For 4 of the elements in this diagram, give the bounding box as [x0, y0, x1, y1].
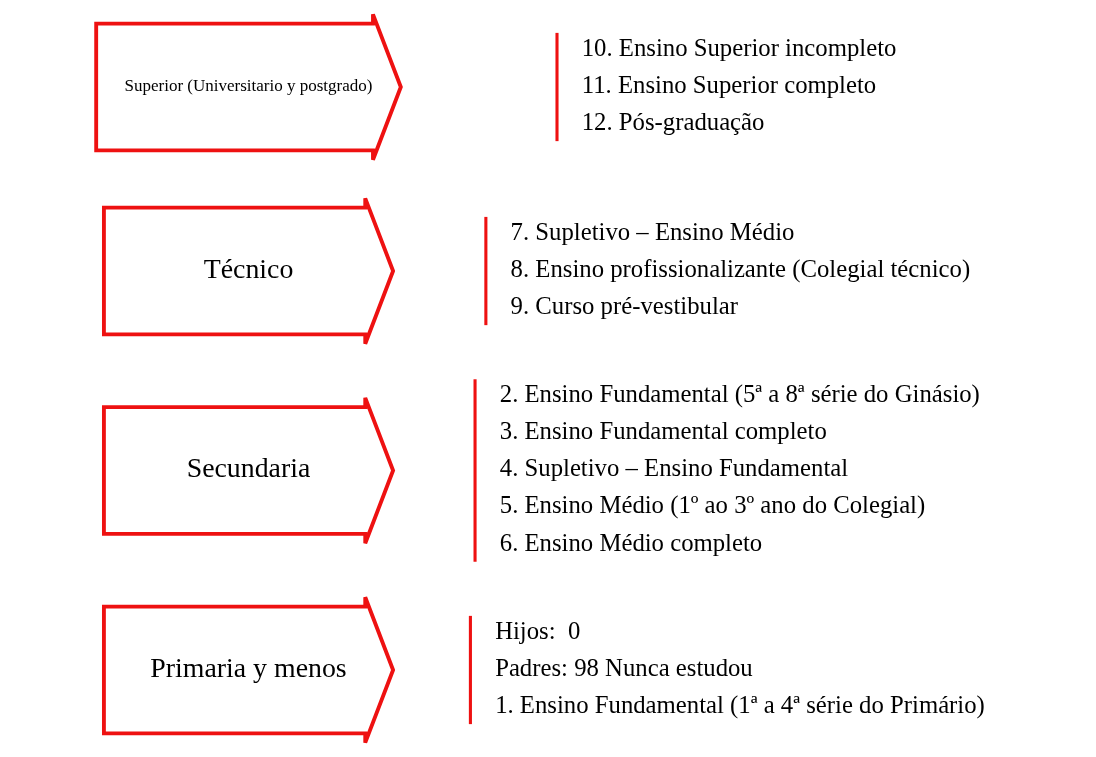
node-text: 7. Supletivo – Ensino Médio 8. Ensino profissionalizante (Colegial técnico) 9. Curso pré-vestibular — [510, 217, 970, 320]
node-text: Hijos: 0 Padres: 98 Nunca estudou 1. Ensino Fundamental (1ª a 4ª série do Primário) — [494, 616, 985, 718]
node-text: 10. Ensino Superior incompleto 11. Ensino Superior completo 12. Pós-graduação — [581, 33, 896, 135]
node-text: 2. Ensino Fundamental (5ª a 8ª série do Ginásio) 3. Ensino Fundamental completo 4. Supletivo – Ensino Fundamental 5. Ensino Médio (1º ao 3º ano do Colegial) 6. Ensino Médio completo — [499, 380, 980, 556]
